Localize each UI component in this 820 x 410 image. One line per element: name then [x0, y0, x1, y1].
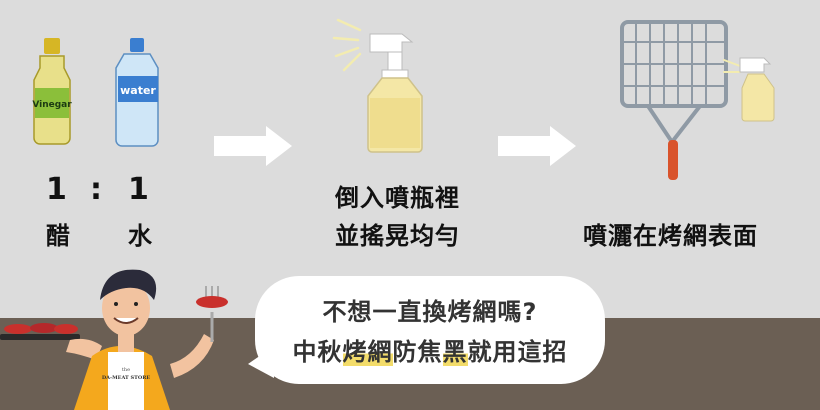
step3-text: 噴灑在烤網表面 — [583, 222, 758, 250]
apron-brand-text: DA-MEAT STORE — [102, 375, 151, 381]
chef-illustration: the DA-MEAT STORE — [0, 269, 228, 410]
apron-top-text: the — [122, 367, 130, 373]
ratio-left: 1 — [46, 172, 67, 207]
bubble-line2-c: 就用這招 — [467, 338, 568, 366]
grill-basket-icon — [620, 20, 775, 180]
step2-line1: 倒入噴瓶裡 — [335, 184, 460, 212]
water-label: water — [120, 84, 156, 97]
label-water: 水 — [128, 222, 153, 250]
bottles-illustration: Vinegar water — [32, 38, 159, 147]
bubble-highlight-1: 烤網 — [342, 338, 393, 366]
arrow-2-icon — [498, 126, 576, 166]
bubble-line2: 中秋烤網防焦黑就用這招 — [255, 332, 605, 367]
bubble-highlight-2: 黑 — [442, 338, 468, 366]
fork-sausage-icon — [196, 286, 228, 342]
water-bottle-icon: water — [115, 38, 159, 147]
spray-bottle-icon — [332, 18, 423, 153]
bubble-line2-b: 防焦 — [392, 338, 443, 366]
sausage-tray-icon — [0, 323, 80, 340]
step2-line2: 並搖晃均勻 — [335, 222, 460, 250]
vinegar-label: Vinegar — [32, 100, 72, 110]
label-vinegar: 醋 — [46, 222, 71, 250]
arrow-1-icon — [214, 126, 292, 166]
bubble-line1: 不想一直換烤網嗎? — [322, 298, 538, 326]
vinegar-bottle-icon: Vinegar — [32, 38, 72, 145]
speech-bubble: 不想一直換烤網嗎? 中秋烤網防焦黑就用這招 — [255, 276, 605, 384]
ratio-right: 1 — [128, 172, 149, 207]
bubble-line2-a: 中秋 — [292, 338, 343, 366]
ratio-colon: : — [90, 172, 102, 207]
